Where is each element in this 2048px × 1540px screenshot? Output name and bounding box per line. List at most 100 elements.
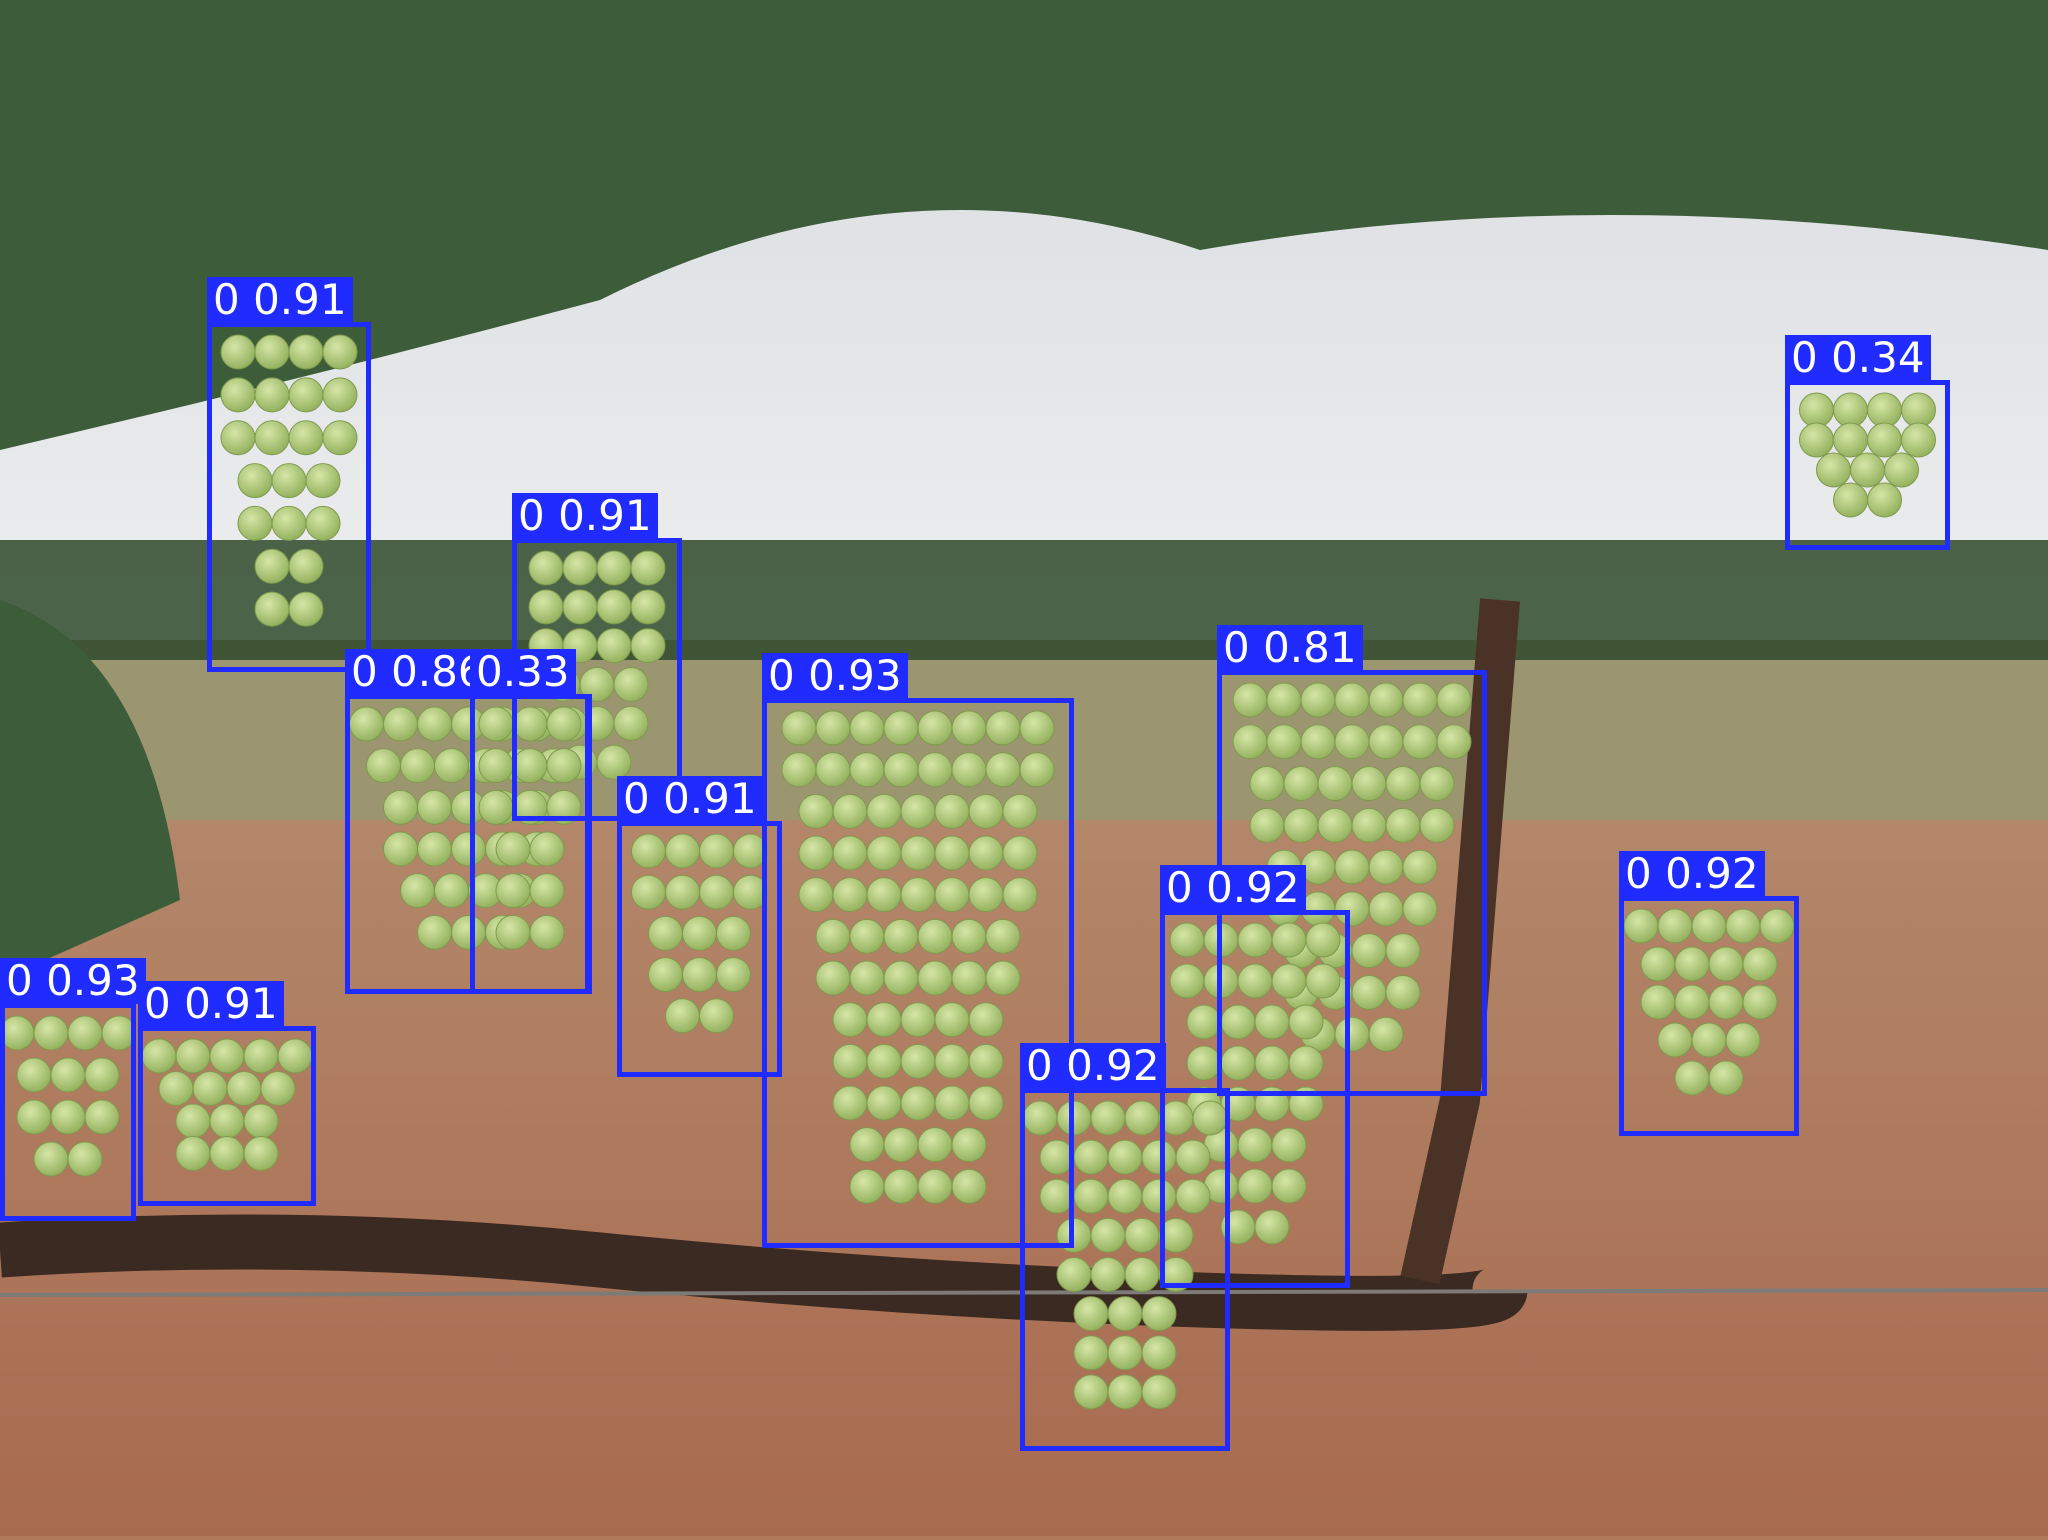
grape-berry <box>1002 835 1038 871</box>
grape-berry <box>546 706 582 742</box>
detection-box: 0 0.91 <box>617 776 782 1077</box>
grape-berry <box>1385 933 1421 969</box>
detection-label: 0 0.91 <box>138 981 284 1027</box>
grape-berry <box>546 789 582 825</box>
grape-berry <box>951 1168 987 1204</box>
grape-berry <box>546 748 582 784</box>
detection-box: 0 0.91 <box>138 981 316 1206</box>
detection-label: 0 0.92 <box>1619 851 1765 897</box>
grape-berry <box>630 589 666 625</box>
grape-berry <box>1305 922 1341 958</box>
detection-box: 0 0.93 <box>762 653 1074 1248</box>
detection-box: 0 0.92 <box>1160 865 1350 1288</box>
detection-label: 0 0.93 <box>762 653 908 699</box>
grape-berry <box>1002 793 1038 829</box>
grape-berry <box>1141 1374 1177 1410</box>
grape-berry <box>84 1057 120 1093</box>
grape-berry <box>322 420 358 456</box>
grape-berry <box>1019 752 1055 788</box>
grape-berry <box>716 915 751 951</box>
detection-box: 0 0.92 <box>1619 851 1799 1136</box>
grape-berry <box>1002 877 1038 913</box>
detection-box: 0 0.93 <box>0 958 146 1221</box>
detection-label: 0 0.92 <box>1160 865 1306 911</box>
grape-berry <box>84 1099 120 1135</box>
leaf-left <box>0 600 180 980</box>
distant-vines <box>0 540 2048 660</box>
detection-label: 0 0.81 <box>1217 625 1363 671</box>
grape-berry <box>529 914 565 950</box>
grape-berry <box>951 1127 987 1163</box>
grape-berry <box>1742 984 1778 1020</box>
grape-berry <box>968 1043 1004 1079</box>
grape-berry <box>1436 724 1472 760</box>
grape-berry <box>968 1002 1004 1038</box>
grape-berry <box>733 874 768 910</box>
grape-berry <box>1708 1060 1744 1096</box>
grape-berry <box>630 628 666 664</box>
detection-label: 0 0.92 <box>1020 1043 1166 1089</box>
detection-label: 0 0.91 <box>207 277 353 323</box>
grape-berry <box>1175 1178 1211 1214</box>
grape-berry <box>613 705 649 741</box>
grape-berry <box>1419 766 1455 802</box>
grape-berry <box>1305 963 1341 999</box>
grape-berry <box>1725 1022 1761 1058</box>
detection-box: 0.33 <box>470 649 590 994</box>
grape-berry <box>67 1141 103 1177</box>
grape-berry <box>596 744 632 780</box>
grape-berry <box>1158 1217 1194 1253</box>
grape-berry <box>288 591 324 627</box>
grape-berry <box>613 667 649 702</box>
grape-clusters <box>0 334 1936 1410</box>
canopy <box>0 0 2048 450</box>
grape-berry <box>529 831 565 867</box>
detection-label: 0 0.91 <box>617 776 763 822</box>
grape-berry <box>1254 1209 1290 1245</box>
grape-berry <box>699 998 734 1034</box>
grape-berry <box>1019 710 1055 746</box>
grape-berry <box>1288 1045 1324 1081</box>
grape-berry <box>288 548 324 584</box>
grape-berry <box>1271 1127 1307 1163</box>
detection-box: 0 0.86 <box>345 649 592 994</box>
grape-berry <box>1402 891 1438 927</box>
detection-label: 0 0.91 <box>512 493 658 539</box>
grape-berry <box>1288 1004 1324 1040</box>
grape-berry <box>1436 682 1472 718</box>
grape-berry <box>260 1071 296 1106</box>
grape-berry <box>1141 1296 1177 1332</box>
grape-berry <box>529 873 565 909</box>
grape-berry <box>1175 1139 1211 1175</box>
grape-berry <box>305 505 341 541</box>
grape-berry <box>985 918 1021 954</box>
grape-berry <box>243 1136 279 1171</box>
grape-berry <box>985 960 1021 996</box>
grape-berry <box>305 463 341 499</box>
grape-berry <box>101 1015 137 1051</box>
detection-label: 0.33 <box>470 649 576 695</box>
grape-berry <box>1742 946 1778 982</box>
grape-berry <box>716 957 751 993</box>
detection-box: 0 0.34 <box>1785 335 1950 550</box>
grape-berry <box>733 833 768 869</box>
grape-berry <box>1402 849 1438 885</box>
grape-berry <box>630 550 666 586</box>
grape-berry <box>1271 1168 1307 1204</box>
grape-berry <box>1368 1016 1404 1052</box>
detection-label: 0 0.93 <box>0 958 146 1004</box>
grape-berry <box>1385 974 1421 1010</box>
detection-label: 0 0.86 <box>345 649 491 695</box>
detection-box: 0 0.91 <box>207 277 371 672</box>
grape-berry <box>322 334 358 370</box>
grape-berry <box>322 377 358 413</box>
vine-trunk <box>0 1214 1528 1331</box>
grape-berry <box>1884 452 1919 488</box>
grape-berry <box>968 1085 1004 1121</box>
grape-berry <box>1867 482 1902 518</box>
detection-label: 0 0.34 <box>1785 335 1931 381</box>
grape-berry <box>1901 422 1936 458</box>
detection-box: 0 0.92 <box>1020 1043 1230 1451</box>
grape-berry <box>1141 1335 1177 1371</box>
